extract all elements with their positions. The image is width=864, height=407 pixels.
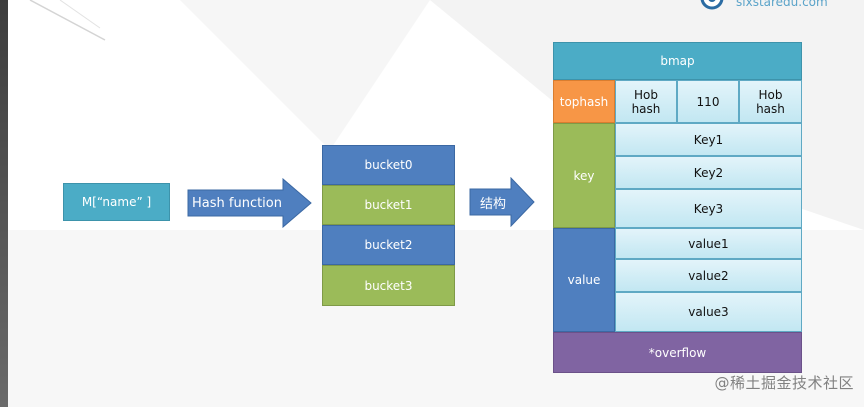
map-access-box: M[“name” ]	[63, 183, 170, 221]
bmap-header: bmap	[553, 42, 802, 80]
bucket-0-label: bucket0	[364, 158, 413, 172]
logo-icon	[700, 0, 724, 10]
overflow-pointer-cell: *overflow	[553, 332, 802, 373]
bucket-1-label: bucket1	[364, 198, 413, 212]
value-cell-3-text: value3	[688, 305, 729, 319]
bucket-0: bucket0	[322, 145, 455, 185]
key-cell-2-text: Key2	[693, 165, 724, 180]
value-label: value	[567, 273, 601, 287]
tophash-label-cell: tophash	[553, 80, 615, 123]
bucket-2-label: bucket2	[364, 238, 413, 252]
tophash-cell-3-text: Hob hash	[756, 87, 785, 116]
left-edge-bar	[0, 0, 8, 407]
watermark: @稀土掘金技术社区	[714, 374, 854, 392]
value-cell-3: value3	[615, 292, 802, 332]
key-cell-1-text: Key1	[693, 132, 724, 147]
value-cell-2-text: value2	[688, 268, 729, 283]
bucket-1: bucket1	[322, 185, 455, 225]
hash-function-label: Hash function	[192, 195, 282, 211]
structure-arrow: 结构	[469, 177, 535, 227]
tophash-cell-1: Hob hash	[615, 80, 677, 123]
logo-text: sixstaredu.com	[736, 0, 828, 9]
key-cell-3-text: Key3	[693, 201, 724, 216]
overflow-label: *overflow	[648, 345, 707, 360]
brand-logo: sixstaredu.com	[698, 0, 864, 12]
value-cell-1-text: value1	[688, 236, 729, 251]
key-cell-2: Key2	[615, 156, 802, 189]
structure-arrow-label: 结构	[479, 196, 506, 212]
key-label: key	[573, 168, 595, 183]
hash-function-arrow: Hash function	[187, 178, 312, 228]
bucket-3-label: bucket3	[364, 278, 413, 293]
tophash-cell-2-text: 110	[696, 94, 720, 109]
tophash-cell-3: Hob hash	[739, 80, 802, 123]
bmap-title: bmap	[660, 54, 695, 68]
value-cell-2: value2	[615, 259, 802, 292]
key-cell-3: Key3	[615, 189, 802, 228]
map-access-label: M[“name” ]	[81, 195, 152, 209]
key-label-cell: key	[553, 123, 615, 228]
value-label-cell: value	[553, 228, 615, 332]
tophash-cell-1-text: Hob hash	[631, 87, 661, 116]
bucket-2: bucket2	[322, 225, 455, 265]
value-cell-1: value1	[615, 228, 802, 259]
key-cell-1: Key1	[615, 123, 802, 156]
tophash-label: tophash	[559, 94, 609, 109]
tophash-cell-2: 110	[677, 80, 739, 123]
bucket-3: bucket3	[322, 265, 455, 306]
